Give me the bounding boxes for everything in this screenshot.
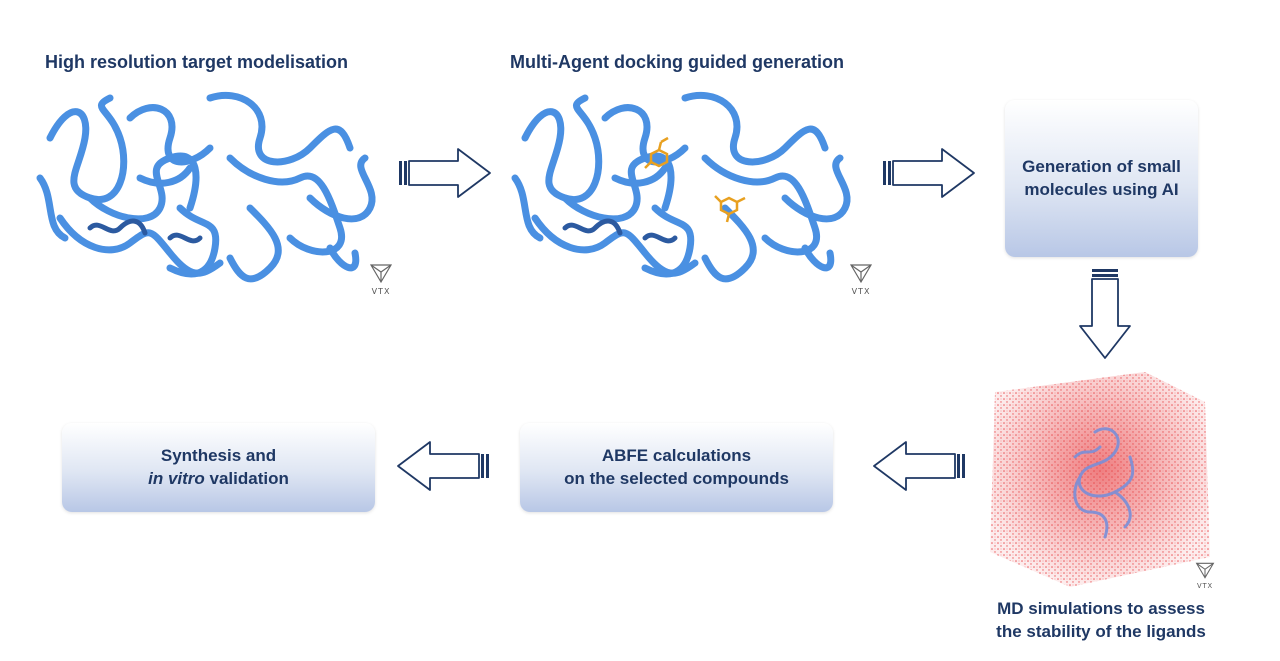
md-simulation-caption: MD simulations to assess the stability o… (962, 598, 1240, 644)
ligand-molecule-icon (644, 136, 669, 169)
vtx-logo-icon: VTX (849, 264, 873, 296)
abfe-line1: ABFE calculations (601, 445, 752, 465)
synthesis-line1: Synthesis and (160, 445, 277, 465)
synthesis-line2-rest: validation (204, 468, 289, 488)
md-caption-line2: the stability of the ligands (996, 621, 1206, 641)
abfe-calculations-box: ABFE calculations on the selected compou… (520, 423, 833, 512)
abfe-line2: on the selected compounds (564, 468, 789, 488)
md-caption-line1: MD simulations to assess (997, 599, 1205, 618)
vtx-logo-label: VTX (372, 287, 391, 296)
arrow-down-icon (1079, 269, 1131, 359)
ligand-molecule-icon (714, 195, 746, 223)
protein-structure-image (36, 91, 376, 283)
synthesis-validation-box: Synthesis and in vitro validation (62, 423, 375, 512)
ai-generation-line1: Generation of small (1022, 156, 1181, 176)
target-modelisation-title: High resolution target modelisation (45, 52, 349, 72)
md-simulation-box-image (990, 372, 1210, 587)
docking-generation-title: Multi-Agent docking guided generation (510, 52, 844, 72)
arrow-left-icon (873, 441, 965, 491)
vtx-logo-icon: VTX (1195, 562, 1215, 590)
ai-generation-line2: molecules using AI (1024, 179, 1179, 199)
synthesis-line2: in vitro validation (148, 468, 289, 491)
vtx-logo-label: VTX (1197, 582, 1213, 590)
ai-generation-box: Generation of small molecules using AI (1005, 100, 1198, 257)
synthesis-italic-text: in vitro (148, 468, 205, 488)
vtx-logo-label: VTX (852, 287, 871, 296)
vtx-logo-icon: VTX (369, 264, 393, 296)
arrow-right-icon (399, 148, 491, 198)
arrow-right-icon (883, 148, 975, 198)
arrow-left-icon (397, 441, 489, 491)
docked-protein-image (511, 91, 851, 283)
